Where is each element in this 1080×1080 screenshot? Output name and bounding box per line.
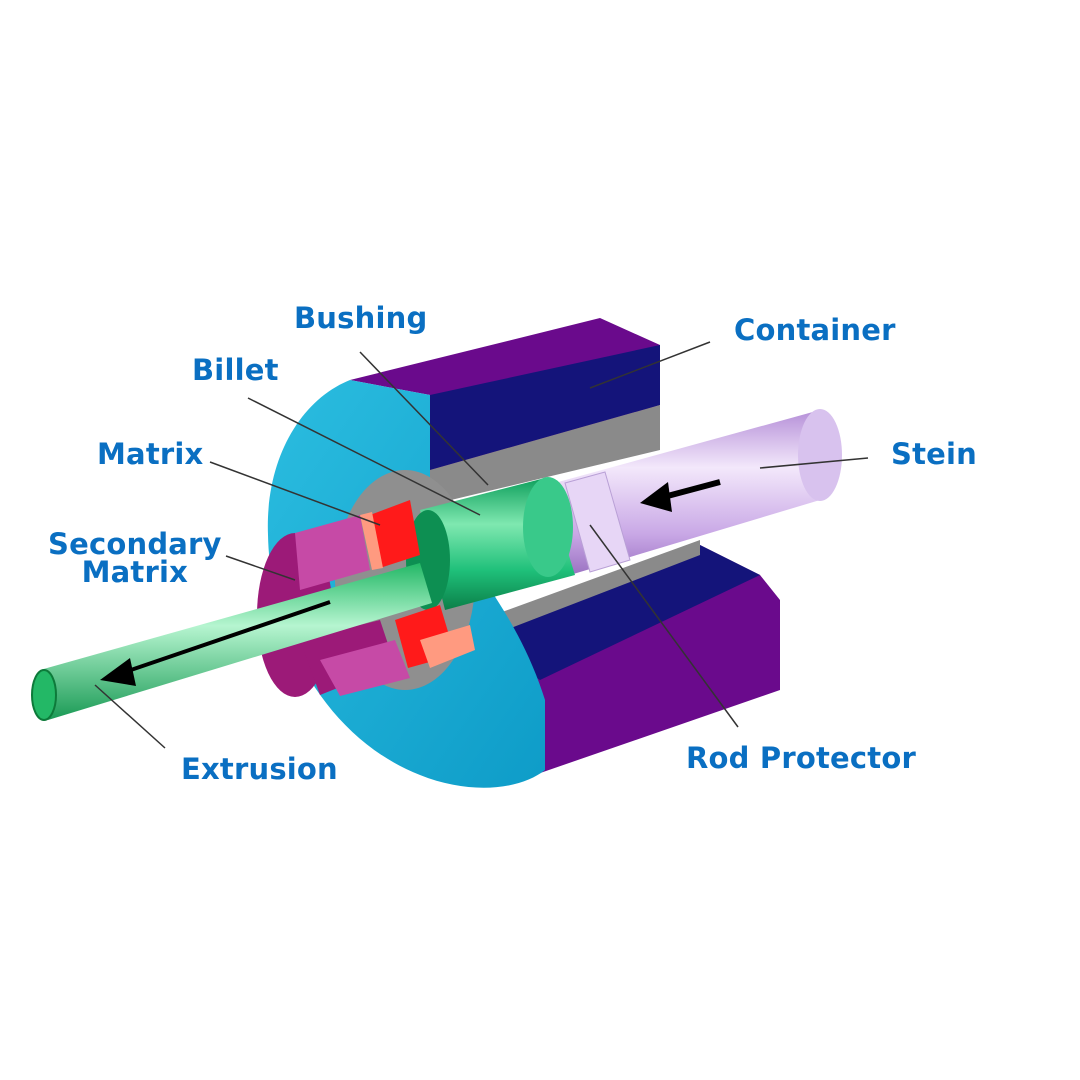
label-rod-protector: Rod Protector bbox=[686, 741, 916, 775]
label-extrusion: Extrusion bbox=[181, 752, 338, 786]
label-secondary-matrix-line2: Matrix bbox=[81, 555, 189, 589]
label-bushing: Bushing bbox=[294, 301, 428, 335]
label-matrix: Matrix bbox=[97, 437, 204, 471]
label-secondary-matrix: Secondary Matrix bbox=[48, 527, 222, 589]
label-stein: Stein bbox=[891, 437, 978, 471]
matrix bbox=[360, 500, 475, 668]
leader-lines bbox=[94, 341, 869, 749]
label-billet: Billet bbox=[192, 353, 279, 387]
container-body bbox=[350, 318, 780, 780]
billet bbox=[406, 477, 575, 610]
flow-arrows bbox=[100, 479, 721, 686]
label-secondary-matrix-line1: Secondary bbox=[48, 527, 222, 561]
extrusion-rod bbox=[31, 563, 432, 721]
label-container: Container bbox=[734, 313, 896, 347]
